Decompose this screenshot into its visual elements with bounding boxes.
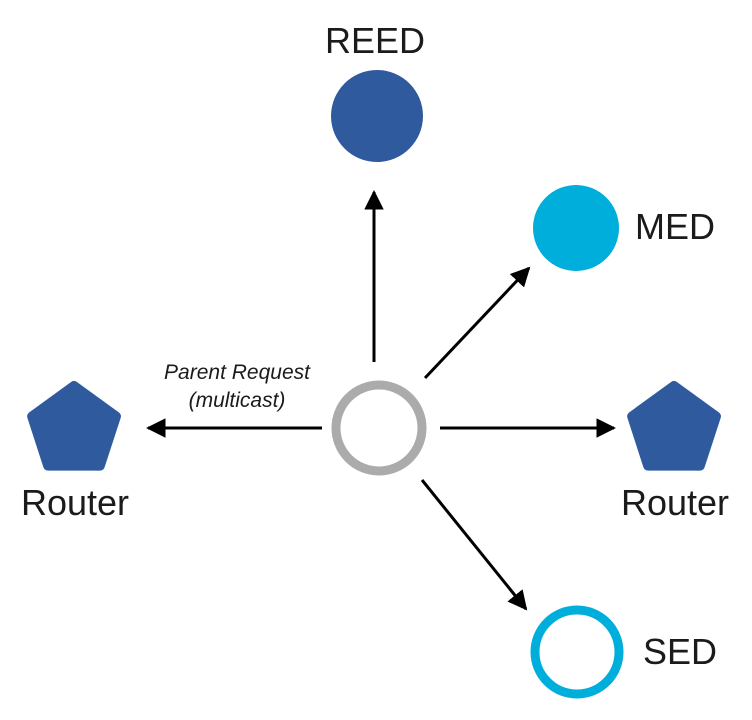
reed-label: REED bbox=[324, 20, 426, 61]
parent-request-annotation-line1: Parent Request bbox=[164, 361, 310, 384]
router-right-pentagon bbox=[627, 381, 721, 471]
parent-request-annotation: Parent Request (multicast) bbox=[164, 359, 310, 415]
router-left-pentagon bbox=[27, 381, 121, 471]
sed-label: SED bbox=[643, 631, 718, 672]
arrow-to-med bbox=[423, 266, 531, 380]
center-node-circle bbox=[331, 380, 427, 476]
med-node-circle bbox=[533, 185, 619, 271]
multicast-arrows bbox=[146, 190, 616, 611]
router-right-label: Router bbox=[620, 482, 730, 523]
sed-node-circle bbox=[530, 605, 624, 699]
parent-request-annotation-line2: (multicast) bbox=[188, 389, 286, 412]
arrow-to-sed bbox=[420, 479, 528, 611]
med-label: MED bbox=[635, 206, 715, 247]
reed-node-circle bbox=[331, 70, 423, 162]
router-left-label: Router bbox=[20, 482, 130, 523]
